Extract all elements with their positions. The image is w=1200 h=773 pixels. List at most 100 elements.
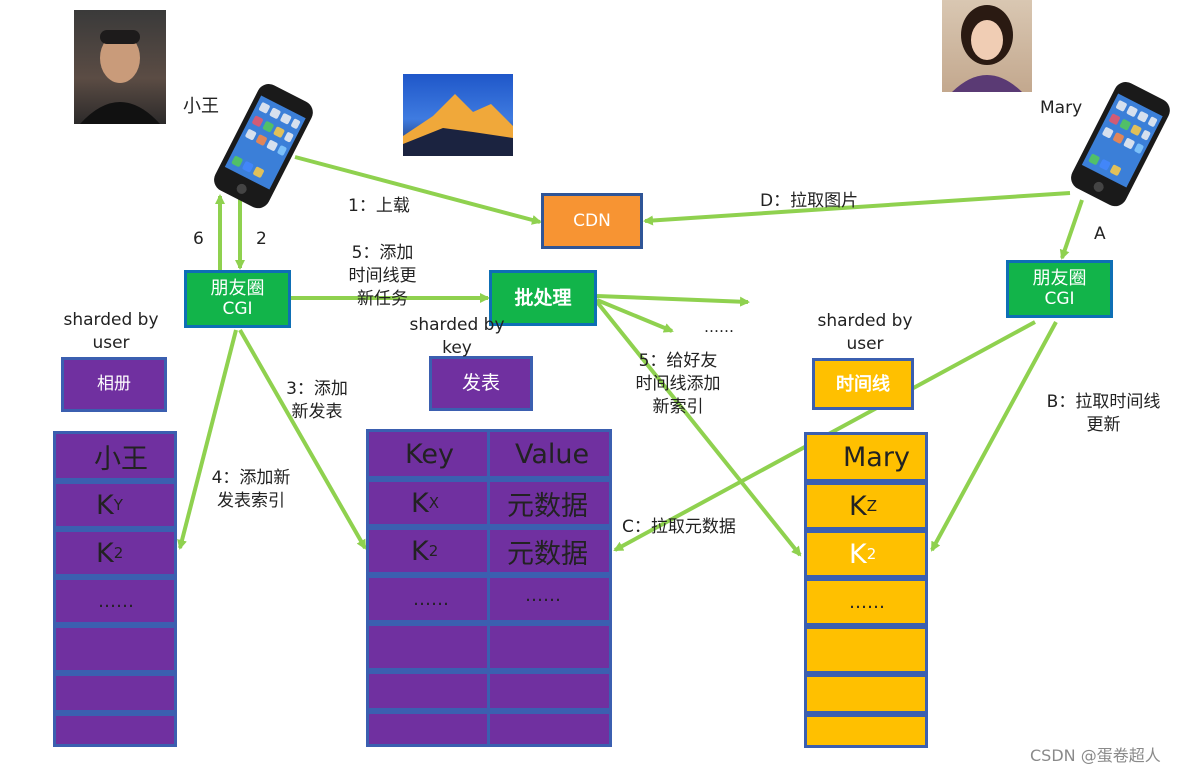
step-3-label: 3：添加 新发表 (272, 378, 362, 424)
sharded-right-line1: sharded by (817, 311, 913, 331)
album-r2-sub: 2 (113, 544, 124, 562)
dots-label: …… (704, 318, 734, 336)
publish-r2-key-sub: 2 (428, 542, 439, 560)
publish-h-value: Value (515, 438, 590, 470)
arrow-upload-to-cdn (294, 155, 542, 225)
arrow-cgi-to-publish-table (238, 329, 367, 550)
arrow-mary-to-cgi-right (1059, 199, 1084, 260)
publish-label: 发表 (461, 372, 500, 394)
cgi-left-line2: CGI (222, 299, 253, 319)
publish-r2-value: 元数据 (507, 538, 588, 570)
step-4-line1: 4：添加新 (211, 468, 291, 488)
table-row (804, 674, 928, 714)
mountain-icon (403, 94, 513, 156)
album-label: 相册 (97, 374, 131, 394)
xiaowang-name: 小王 (183, 96, 219, 117)
timeline-r2-sub: 2 (866, 545, 877, 563)
batch-box: 批处理 (489, 270, 597, 326)
step-6-label: 6 (193, 229, 204, 249)
step-4-label: 4：添加新 发表索引 (198, 467, 304, 513)
mary-name: Mary (1040, 98, 1083, 118)
publish-r3-key: …… (413, 588, 449, 610)
cgi-left-box: 朋友圈 CGI (184, 270, 291, 328)
publish-column-divider (487, 429, 490, 747)
timeline-r1-main: K (849, 490, 867, 522)
album-box: 相册 (61, 357, 167, 412)
album-r1-main: K (96, 489, 114, 521)
arrow-batch-to-dots-1 (596, 294, 750, 307)
arrow-cgi-to-album-table (177, 329, 238, 550)
sharded-left-line1: sharded by (63, 310, 159, 330)
table-row (53, 625, 177, 673)
album-r3: …… (98, 590, 134, 612)
table-row (53, 673, 177, 713)
arrow-mary-to-cdn (643, 191, 1071, 226)
album-r0: 小王 (94, 443, 148, 475)
timeline-r1-sub: Z (866, 497, 877, 515)
publish-r1-key-main: K (411, 487, 429, 519)
sharded-mid-line1: sharded by (409, 315, 505, 335)
table-row (53, 713, 177, 747)
table-row (804, 626, 928, 674)
album-r1-sub: Y (113, 496, 123, 514)
step-b-label: B：拉取时间线 更新 (1026, 391, 1181, 437)
step-5a-line3: 新任务 (357, 289, 408, 309)
cgi-left-line1: 朋友圈 (210, 278, 265, 299)
timeline-r0: Mary (843, 441, 910, 473)
publish-box: 发表 (429, 356, 533, 411)
timeline-box: 时间线 (812, 358, 914, 410)
publish-r1-key-sub: X (428, 494, 439, 512)
sharded-left: sharded by user (50, 309, 172, 355)
publish-r1-value: 元数据 (507, 490, 588, 522)
step-5a-label: 5：添加 时间线更 新任务 (330, 242, 435, 311)
album-r2-main: K (96, 537, 114, 569)
publish-h-key: Key (405, 438, 454, 470)
arrow-cgi-right-to-timeline (930, 321, 1058, 552)
step-5b-line3: 新索引 (652, 397, 704, 417)
step-d-label: D：拉取图片 (760, 191, 859, 211)
publish-r3-value: …… (525, 584, 561, 606)
step-2-label: 2 (256, 229, 267, 249)
table-row (804, 714, 928, 748)
mary-phone-icon (1071, 82, 1170, 207)
step-5a-line1: 5：添加 (351, 243, 414, 263)
cgi-right-box: 朋友圈 CGI (1006, 260, 1113, 318)
cgi-right-line2: CGI (1044, 289, 1075, 309)
step-5b-line1: 5：给好友 (638, 351, 718, 371)
xiaowang-phone-icon (214, 84, 313, 209)
person-icon (80, 30, 160, 124)
sharded-right-line2: user (846, 334, 884, 354)
timeline-r3: …… (849, 591, 885, 613)
cgi-right-line1: 朋友圈 (1032, 268, 1087, 289)
sharded-mid-line2: key (442, 338, 472, 358)
table-row: 小王 (53, 431, 177, 481)
step-3-line2: 新发表 (291, 402, 343, 422)
sharded-mid: sharded by key (396, 314, 518, 360)
arrow-batch-to-timeline (595, 300, 802, 557)
batch-label: 批处理 (514, 286, 572, 309)
step-b-line2: 更新 (1086, 415, 1121, 435)
step-1-label: 1：上载 (348, 196, 410, 216)
sharded-left-line2: user (92, 333, 130, 353)
table-row: …… (53, 577, 177, 625)
cdn-box: CDN (541, 193, 643, 249)
step-5b-label: 5：给好友 时间线添加 新索引 (615, 350, 741, 419)
step-3-line1: 3：添加 (286, 379, 348, 399)
step-b-line1: B：拉取时间线 (1046, 392, 1161, 412)
arrow-batch-to-dots-2 (596, 298, 674, 333)
cdn-label: CDN (573, 210, 611, 231)
sharded-right: sharded by user (804, 310, 926, 356)
mountain-photo (403, 74, 513, 156)
table-row: Mary (804, 432, 928, 482)
